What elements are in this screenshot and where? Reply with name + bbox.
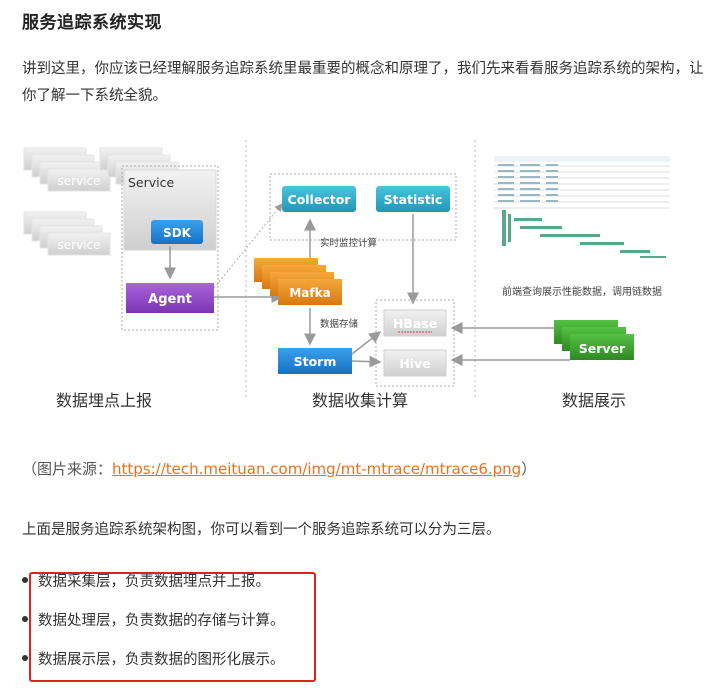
collector-label: Collector	[288, 192, 352, 207]
hive-label: Hive	[399, 356, 430, 371]
description-paragraph: 上面是服务追踪系统架构图，你可以看到一个服务追踪系统可以分为三层。	[22, 522, 501, 538]
hbase-label: HBase	[393, 316, 437, 331]
image-source: （图片来源：https://tech.meituan.com/img/mt-mt…	[22, 458, 536, 479]
server-label: Server	[579, 341, 626, 356]
service-group-boundary	[121, 165, 219, 331]
storage-label: 数据存储	[320, 318, 359, 330]
realtime-label: 实时监控计算	[320, 237, 377, 249]
statistic-label: Statistic	[384, 192, 443, 207]
list-item-text: 数据采集层，负责数据埋点并上报。	[38, 574, 270, 590]
source-link[interactable]: https://tech.meituan.com/img/mt-mtrace/m…	[112, 460, 522, 478]
list-item-text: 数据展示层，负责数据的图形化展示。	[38, 652, 285, 668]
page-heading: 服务追踪系统实现	[22, 13, 162, 33]
list-item: 数据处理层，负责数据的存储与计算。	[22, 609, 285, 630]
section-display-caption: 数据展示	[562, 391, 626, 410]
mafka-label: Mafka	[289, 286, 330, 300]
section-collect-caption: 数据收集计算	[312, 391, 408, 410]
service-stack-bottom: service	[23, 211, 111, 256]
storm-label: Storm	[294, 354, 337, 369]
agent-box	[126, 283, 214, 313]
source-suffix: ）	[521, 460, 537, 478]
sdk-label: SDK	[163, 226, 192, 240]
collector-box	[282, 186, 356, 212]
agent-label: Agent	[148, 292, 192, 307]
frontend-screenshot-thumbnail	[494, 156, 670, 262]
service-box-label: Service	[128, 175, 175, 190]
service-label: service	[58, 174, 101, 188]
service-label: service	[58, 238, 101, 252]
frontend-caption: 前端查询展示性能数据，调用链数据	[502, 285, 662, 298]
compute-region	[269, 173, 457, 241]
bullet-icon	[22, 616, 28, 622]
statistic-box	[376, 186, 450, 212]
server-box	[570, 334, 634, 360]
list-item: 数据展示层，负责数据的图形化展示。	[22, 648, 285, 669]
hive-box	[383, 349, 447, 377]
list-item: 数据采集层，负责数据埋点并上报。	[22, 570, 270, 591]
section-report-caption: 数据埋点上报	[56, 391, 152, 410]
list-item-text: 数据处理层，负责数据的存储与计算。	[38, 613, 285, 629]
storm-box	[278, 348, 352, 374]
source-prefix: （图片来源：	[22, 460, 113, 478]
architecture-diagram: service service Service SDK Agent Collec…	[23, 140, 670, 410]
bullet-icon	[22, 577, 28, 583]
highlight-annotation-box	[29, 572, 316, 682]
sdk-box	[151, 220, 203, 244]
intro-paragraph: 讲到这里，你应该已经理解服务追踪系统里最重要的概念和原理了，我们先来看看服务追踪…	[22, 61, 704, 104]
bullet-icon	[22, 655, 28, 661]
mafka-box	[278, 279, 342, 305]
